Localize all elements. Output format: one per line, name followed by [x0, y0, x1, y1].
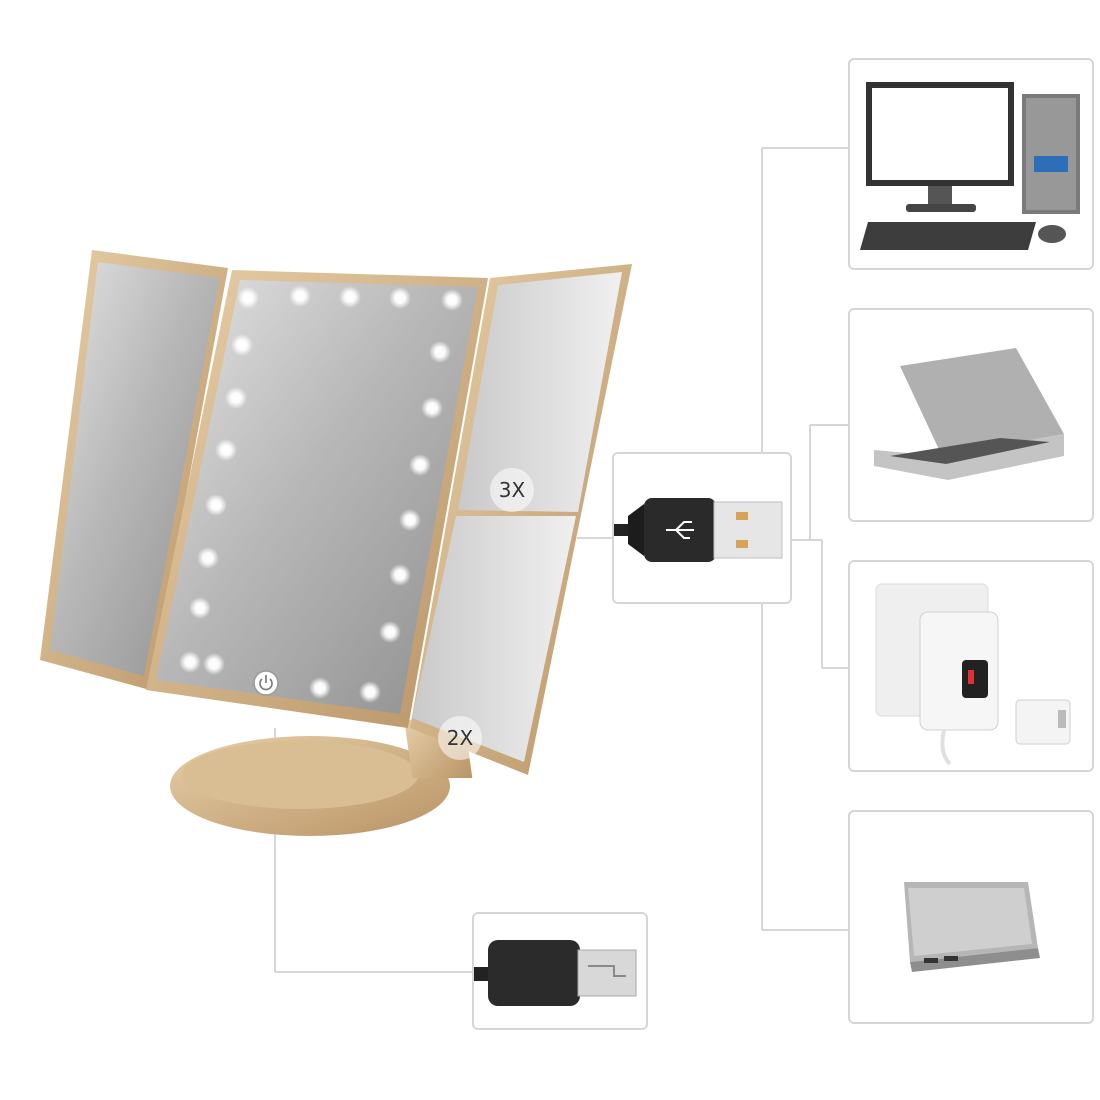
led-light — [389, 287, 411, 309]
magnifier-3x-label: 3X — [490, 468, 534, 512]
led-light — [225, 387, 247, 409]
usb-a-plug-icon — [614, 498, 783, 562]
led-light — [389, 564, 411, 586]
led-light — [421, 397, 443, 419]
desktop-computer-icon — [860, 82, 1080, 250]
led-lights — [179, 285, 463, 703]
power-bank-box — [848, 810, 1094, 1024]
led-light — [231, 334, 253, 356]
usb-a-connector-box — [612, 452, 792, 604]
led-light — [441, 289, 463, 311]
micro-usb-connector-box — [472, 912, 648, 1030]
led-light — [203, 653, 225, 675]
desktop-computer-box — [848, 58, 1094, 270]
led-light — [339, 286, 361, 308]
led-light — [215, 439, 237, 461]
led-light — [409, 454, 431, 476]
led-light — [359, 681, 381, 703]
led-light — [379, 621, 401, 643]
led-light — [189, 597, 211, 619]
magnifier-2x-label: 2X — [438, 716, 482, 760]
micro-usb-plug-icon — [474, 940, 637, 1006]
led-light — [399, 509, 421, 531]
laptop-box — [848, 308, 1094, 522]
led-light — [429, 341, 451, 363]
led-light — [179, 651, 201, 673]
led-light — [237, 287, 259, 309]
usb-wall-adapter-icon — [875, 583, 1071, 766]
led-light — [197, 547, 219, 569]
laptop-icon — [874, 348, 1064, 480]
led-light — [289, 285, 311, 307]
wall-adapter-box — [848, 560, 1094, 772]
power-bank-icon — [904, 882, 1040, 972]
led-light — [309, 677, 331, 699]
led-light — [205, 494, 227, 516]
